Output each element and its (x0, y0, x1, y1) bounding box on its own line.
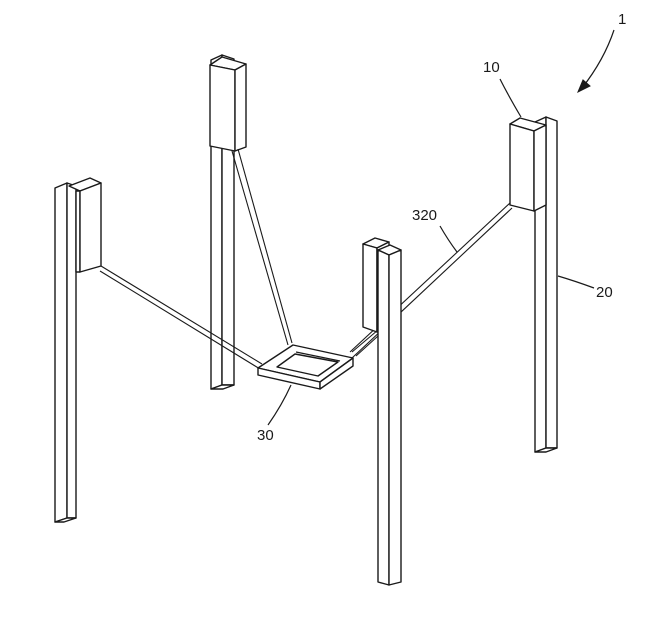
label-wire: 320 (412, 207, 437, 224)
ref-sensor-unit: 10 (483, 59, 522, 118)
wires-front (351, 329, 379, 357)
ref-support-pole: 20 (557, 275, 613, 301)
target-frame (257, 344, 354, 390)
pole-front (377, 244, 402, 586)
ref-wire: 320 (412, 207, 458, 253)
sensor-unit-left (68, 177, 102, 273)
label-target-frame: 30 (257, 427, 274, 444)
ref-assembly: 1 (577, 11, 626, 94)
sensor-unit-back (209, 56, 247, 152)
pole-left (54, 182, 77, 523)
label-sensor-unit: 10 (483, 59, 500, 76)
ref-target-frame: 30 (257, 384, 292, 444)
label-support-pole: 20 (596, 284, 613, 301)
label-assembly: 1 (618, 11, 626, 28)
wires (99, 148, 513, 370)
sensor-unit-right (509, 117, 547, 212)
